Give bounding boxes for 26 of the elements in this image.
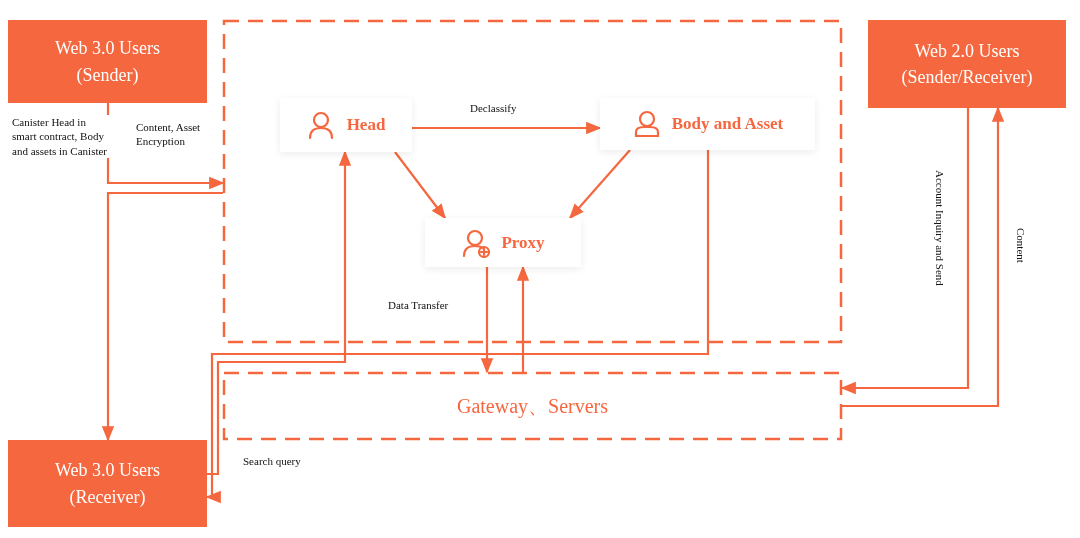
component-card: [600, 98, 815, 150]
node-label: Body and Asset: [671, 114, 784, 134]
component-card: [425, 218, 581, 267]
arrow: [394, 151, 446, 220]
user-group-box: [868, 20, 1066, 108]
node-label: Gateway、Servers: [456, 393, 609, 420]
component-card: [280, 98, 412, 152]
node-label: Web 3.0 Users (Sender): [54, 37, 161, 87]
user-group-box: [8, 20, 207, 103]
node-label: Web 3.0 Users (Receiver): [54, 459, 161, 509]
arrow: [480, 267, 494, 374]
node-label: Head: [346, 115, 386, 135]
node-label: Web 2.0 Users (Sender/Receiver): [900, 39, 1034, 89]
arrow: [516, 265, 530, 372]
dashed-container: [223, 372, 842, 440]
arrow: [840, 108, 970, 395]
note-text: Canister Head in smart contract, Body and assets in Canister: [12, 115, 112, 158]
arrow: [412, 121, 602, 135]
edge-label: Declassify: [470, 101, 517, 116]
arrow: [569, 149, 631, 220]
user-group-box: [8, 440, 207, 527]
arrow: [207, 150, 352, 476]
node-label: Proxy: [501, 232, 545, 253]
arrow: [101, 191, 223, 442]
arrow: [842, 106, 1005, 408]
dashed-container: [223, 20, 842, 343]
